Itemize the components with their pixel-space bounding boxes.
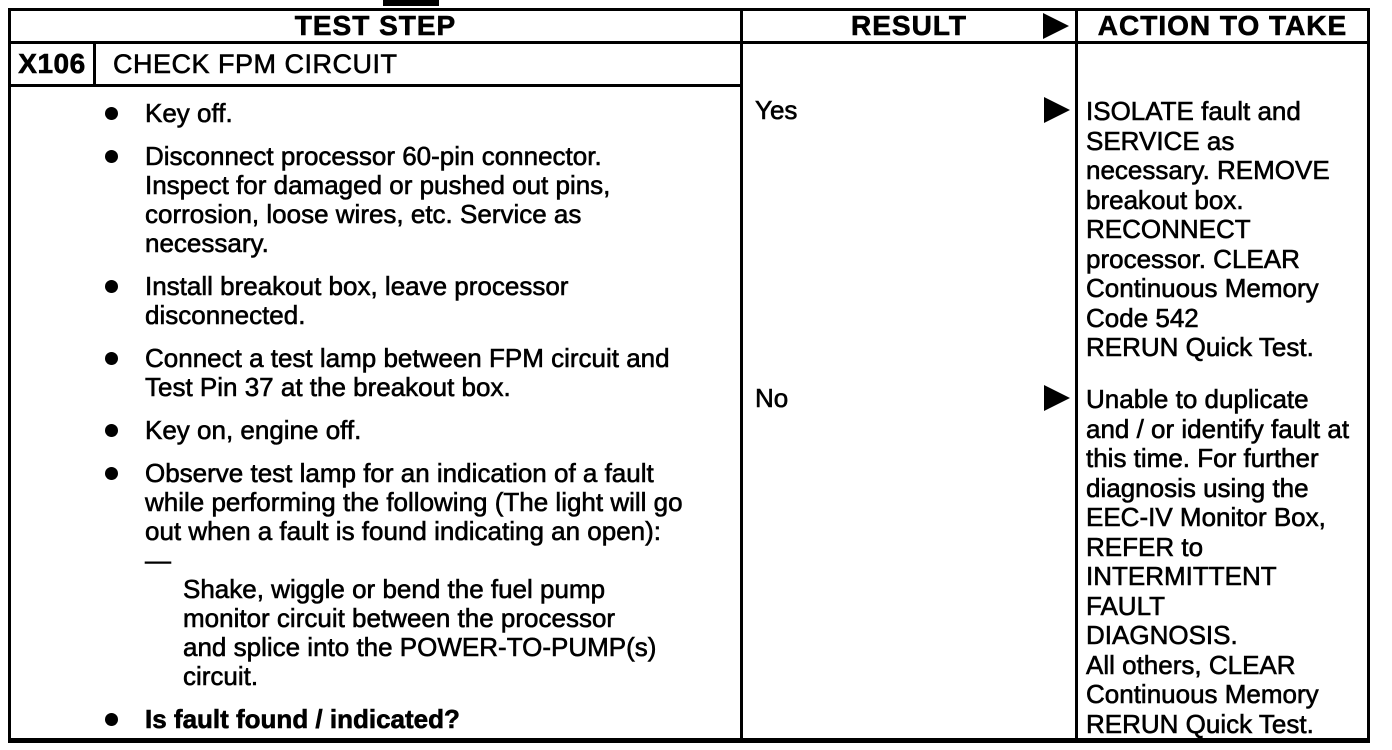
right-triangle-icon xyxy=(1044,385,1070,411)
dash-icon: — xyxy=(145,545,172,575)
bullet-icon xyxy=(105,467,118,480)
instruction-item: Install breakout box, leave processor di… xyxy=(11,271,740,330)
instruction-item: Disconnect processor 60-pin connector. I… xyxy=(11,141,740,258)
result-row-no: No xyxy=(743,385,1075,411)
instruction-text: Observe test lamp for an indication of a… xyxy=(145,458,683,546)
column-divider xyxy=(1075,11,1078,738)
instruction-item: Connect a test lamp between FPM circuit … xyxy=(11,343,740,402)
sub-instruction-text: Shake, wiggle or bend the fuel pump moni… xyxy=(183,574,657,691)
result-label: No xyxy=(755,383,789,413)
instruction-item: Key on, engine off. xyxy=(11,415,740,445)
instruction-text: Key off. xyxy=(145,98,233,128)
instruction-text: Disconnect processor 60-pin connector. I… xyxy=(145,141,611,258)
bullet-icon xyxy=(105,424,118,437)
bullet-icon xyxy=(105,150,118,163)
instruction-item: Key off. xyxy=(11,98,740,128)
bullet-icon xyxy=(105,713,118,726)
result-column: Yes No xyxy=(743,44,1075,738)
result-label: Yes xyxy=(755,95,798,125)
step-id: X106 xyxy=(11,44,96,84)
action-text-yes: ISOLATE fault and SERVICE as necessary. … xyxy=(1086,96,1330,362)
column-divider xyxy=(740,11,743,738)
step-title: CHECK FPM CIRCUIT xyxy=(113,49,398,80)
bullet-icon xyxy=(105,280,118,293)
instruction-text: Key on, engine off. xyxy=(145,415,362,445)
instruction-text: Is fault found / indicated? xyxy=(145,704,460,734)
scan-artifact xyxy=(383,0,439,6)
column-header-result: RESULT xyxy=(743,10,1075,41)
result-header-label: RESULT xyxy=(851,10,967,41)
instruction-item: Observe test lamp for an indication of a… xyxy=(11,458,743,691)
bullet-icon xyxy=(105,352,118,365)
action-text-no: Unable to duplicate and / or identify fa… xyxy=(1086,384,1350,739)
instruction-text: Install breakout box, leave processor di… xyxy=(145,271,569,330)
bullet-icon xyxy=(105,107,118,120)
instruction-item-question: Is fault found / indicated? xyxy=(11,704,740,734)
right-triangle-icon xyxy=(1043,13,1069,39)
column-header-test-step: TEST STEP xyxy=(294,10,457,41)
action-column: ISOLATE fault and SERVICE as necessary. … xyxy=(1078,44,1367,739)
diagnostic-table: TEST STEP RESULT ACTION TO TAKE X106 CHE… xyxy=(8,8,1370,743)
result-row-yes: Yes xyxy=(743,97,1075,123)
instruction-list: Key off. Disconnect processor 60-pin con… xyxy=(11,87,740,738)
right-triangle-icon xyxy=(1044,97,1070,123)
column-header-action: ACTION TO TAKE xyxy=(1097,10,1348,41)
instruction-text: Connect a test lamp between FPM circuit … xyxy=(145,343,670,402)
sub-instruction: — Shake, wiggle or bend the fuel pump mon… xyxy=(145,545,743,691)
step-row: X106 CHECK FPM CIRCUIT xyxy=(11,44,740,87)
header-row: TEST STEP RESULT ACTION TO TAKE xyxy=(11,10,1367,44)
